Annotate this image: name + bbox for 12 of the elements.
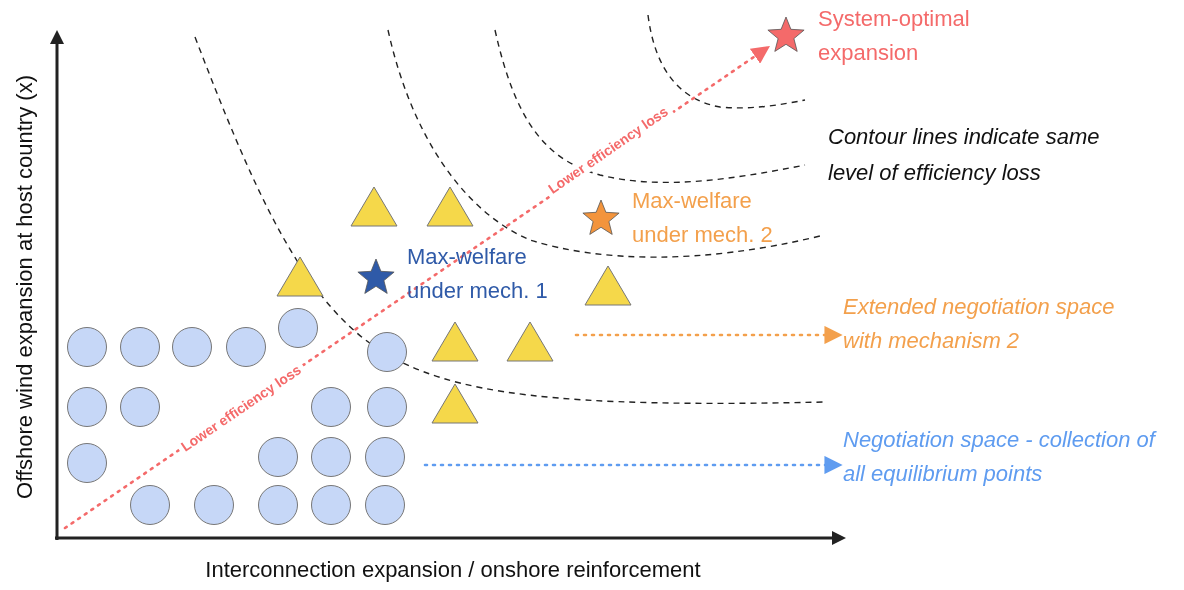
- star-marker: [767, 16, 805, 54]
- star-marker: [582, 199, 620, 237]
- axis-title: Interconnection expansion / onshore reinforcement: [205, 557, 701, 583]
- axis-title: Offshore wind expansion at host country (x): [12, 75, 38, 499]
- star-marker: [357, 258, 395, 296]
- marker-label: Max-welfare under mech. 1: [407, 243, 549, 305]
- note-text: Contour lines indicate same level of efficiency loss: [828, 123, 1101, 187]
- marker-label: System-optimal expansion: [818, 5, 971, 67]
- annotation-text: Extended negotiation space with mechanism 2: [843, 290, 1143, 358]
- annotation-text: Negotiation space - collection of all equilibrium points: [843, 423, 1163, 491]
- arrow: [423, 455, 843, 475]
- arrow: [574, 325, 843, 345]
